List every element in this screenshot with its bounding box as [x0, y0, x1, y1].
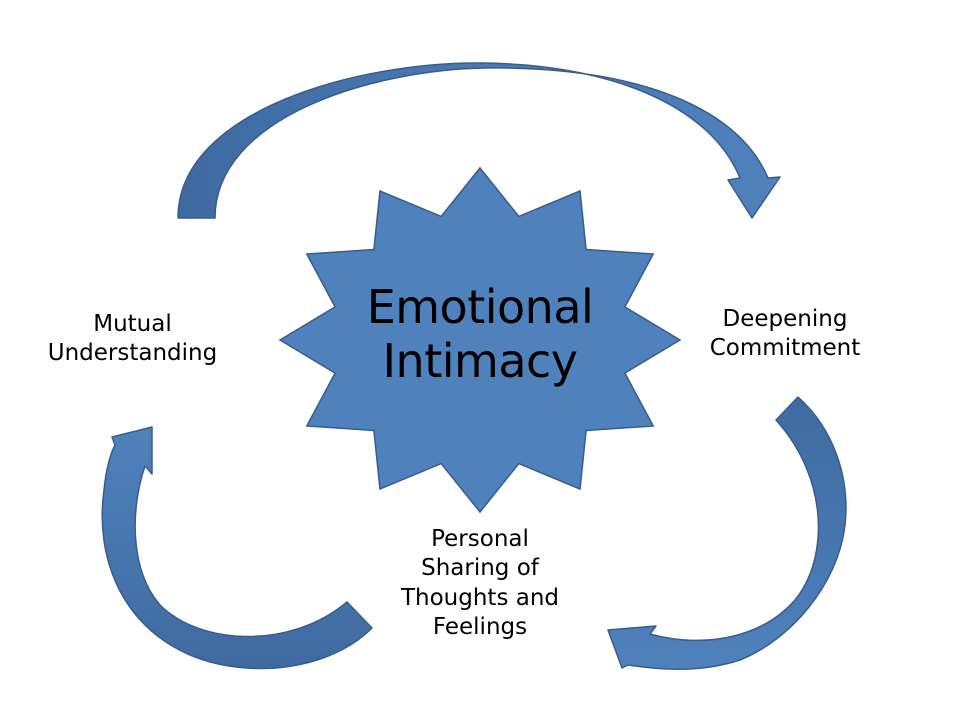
node-label-mutual-understanding: Mutual Understanding — [20, 310, 245, 369]
star-shape — [278, 166, 682, 514]
node-label-line: Feelings — [432, 614, 528, 641]
center-label: Emotional Intimacy — [330, 280, 630, 389]
node-label-line: Mutual — [93, 311, 172, 337]
node-label-line: Commitment — [709, 335, 861, 362]
arrow-top-curved — [177, 62, 781, 219]
center-label-line: Emotional — [366, 280, 594, 334]
node-label-line: Understanding — [47, 340, 218, 367]
arrow-left-curved — [101, 426, 373, 670]
node-label-personal-sharing: Personal Sharing of Thoughts and Feeling… — [375, 525, 585, 643]
arrow-right-curved — [607, 396, 847, 671]
center-label-line: Intimacy — [382, 334, 578, 389]
curved-arrow-top-shape — [177, 62, 781, 219]
curved-arrow-left-shape — [101, 426, 373, 670]
node-label-line: Sharing of — [421, 555, 539, 582]
center-star — [278, 166, 682, 514]
node-label-line: Deepening — [722, 306, 848, 332]
curved-arrow-right-shape — [607, 396, 847, 671]
node-label-deepening-commitment: Deepening Commitment — [680, 305, 890, 364]
node-label-line: Personal — [431, 526, 529, 552]
node-label-line: Thoughts and — [400, 584, 560, 611]
